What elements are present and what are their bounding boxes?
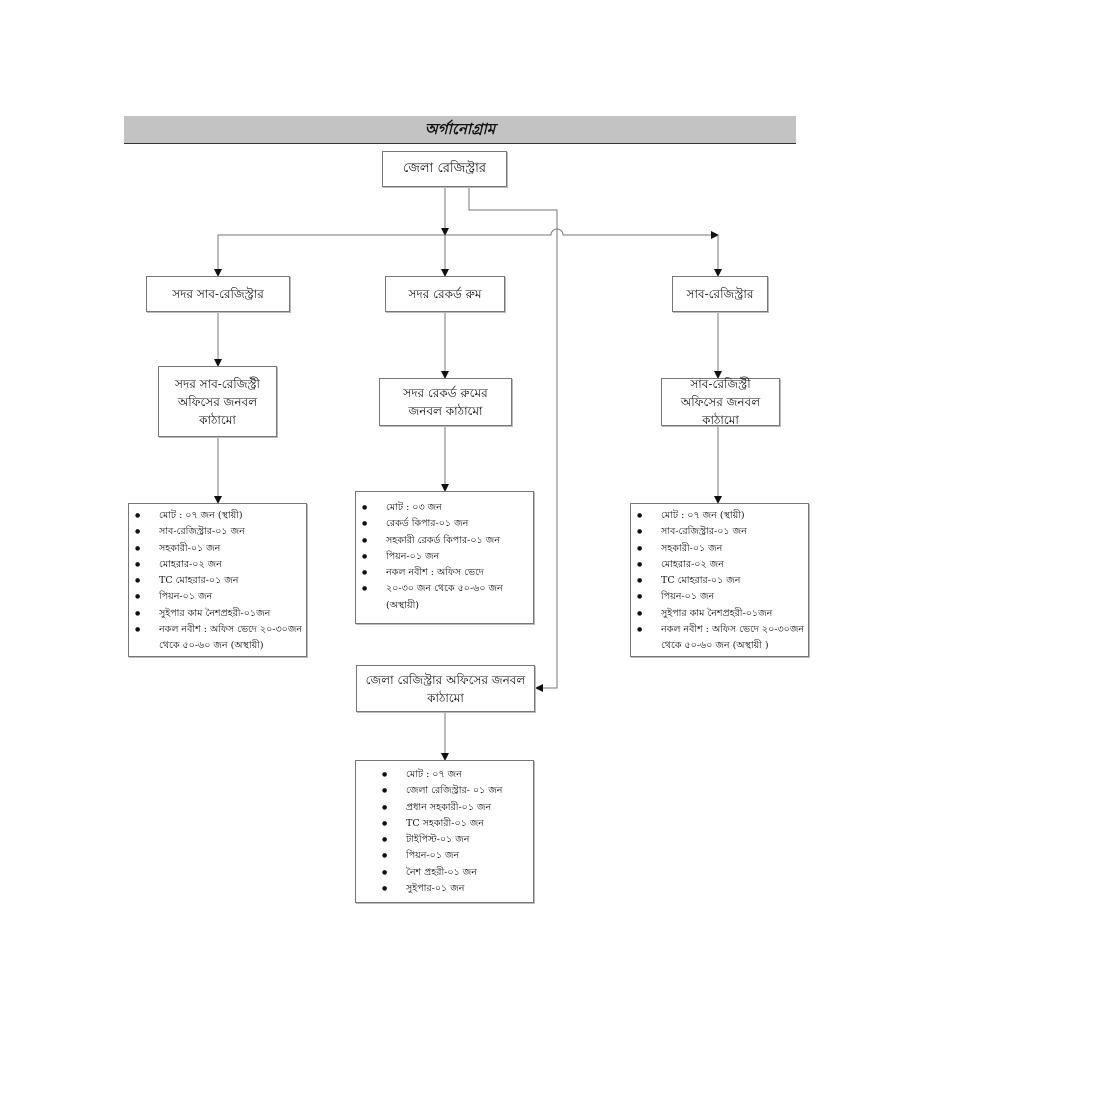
staff-list: মোট : ০৭ জন (স্থায়ী)সাব-রেজিস্ট্রার-০১ … [129,508,306,655]
list-item: রেকর্ড কিপার-০১ জন [356,516,533,533]
list-item: মোট : ০৭ জন (স্থায়ী) [129,508,306,525]
page-title: অর্গানোগ্রাম [124,116,796,144]
staff-list: মোট : ০৭ জনজেলা রেজিস্ট্রার- ০১ জনপ্রধান… [376,767,533,898]
node-district-registrar: জেলা রেজিস্ট্রার [382,151,507,187]
staff-list-district-registrar-office: মোট : ০৭ জনজেলা রেজিস্ট্রার- ০১ জনপ্রধান… [355,760,534,903]
staff-list-sadar-record-room: মোট : ০৩ জনরেকর্ড কিপার-০১ জনসহকারী রেকর… [355,491,534,624]
list-item: নকল নবীশ : অফিস ভেদে ২০-৩০জন থেকে ৫০-৬০ … [631,622,808,655]
list-item: প্রধান সহকারী-০১ জন [376,800,533,817]
list-item: পিয়ন-০১ জন [376,848,533,865]
list-item: মোট : ০৭ জন [376,767,533,784]
list-item: পিয়ন-০১ জন [129,589,306,606]
list-item: সহকারী-০১ জন [129,541,306,558]
connector [468,187,558,692]
list-item: সুইপার কাম নৈশপ্রহরী-০১জন [631,606,808,623]
list-item: সহকারী-০১ জন [631,541,808,558]
list-item: সুইপার কাম নৈশপ্রহরী-০১জন [129,606,306,623]
list-item: পিয়ন-০১ জন [631,589,808,606]
staff-list: মোট : ০৩ জনরেকর্ড কিপার-০১ জনসহকারী রেকর… [356,500,533,614]
list-item: মোহরার-০২ জন [129,557,306,574]
list-item: জেলা রেজিস্ট্রার- ০১ জন [376,783,533,800]
staff-list: মোট : ০৭ জন (স্থায়ী)সাব-রেজিস্ট্রার-০১ … [631,508,808,655]
staff-list-sub-registry: মোট : ০৭ জন (স্থায়ী)সাব-রেজিস্ট্রার-০১ … [630,503,809,657]
list-item: সাব-রেজিস্ট্রার-০১ জন [129,524,306,541]
list-item: নকল নবীশ : অফিস ভেদে [356,565,533,582]
list-item: মোট : ০৭ জন (স্থায়ী) [631,508,808,525]
node-sadar-sub-registry-staff: সদর সাব-রেজিস্ট্রী অফিসের জনবল কাঠামো [158,366,277,437]
list-item: নৈশ প্রহরী-০১ জন [376,865,533,882]
list-item: TC মোহরার-০১ জন [631,573,808,590]
connector [217,228,718,276]
list-item: ২০-৩০ জন থেকে ৫০-৬০ জন (অস্থায়ী) [356,581,533,614]
node-sub-registrar: সাব-রেজিস্ট্রার [672,276,768,312]
node-sub-registry-staff: সাব-রেজিস্ট্রী অফিসের জনবল কাঠামো [661,377,780,427]
node-sadar-sub-registrar: সদর সাব-রেজিস্ট্রার [146,276,290,312]
list-item: পিয়ন-০১ জন [356,549,533,566]
list-item: মোহরার-০২ জন [631,557,808,574]
list-item: TC সহকারী-০১ জন [376,816,533,833]
list-item: সাব-রেজিস্ট্রার-০১ জন [631,524,808,541]
list-item: টাইপিস্ট-০১ জন [376,832,533,849]
list-item: নকল নবীশ : অফিস ভেদে ২০-৩০জন থেকে ৫০-৬০ … [129,622,306,655]
node-sadar-record-room: সদর রেকর্ড রুম [385,276,505,312]
node-sadar-record-room-staff: সদর রেকর্ড রুমের জনবল কাঠামো [379,378,512,426]
list-item: TC মোহরার-০১ জন [129,573,306,590]
node-district-registrar-staff: জেলা রেজিস্ট্রার অফিসের জনবল কাঠামো [356,665,535,712]
list-item: সহকারী রেকর্ড কিপার-০১ জন [356,533,533,550]
list-item: মোট : ০৩ জন [356,500,533,517]
list-item: সুইপার-০১ জন [376,881,533,898]
staff-list-sadar-sub-registry: মোট : ০৭ জন (স্থায়ী)সাব-রেজিস্ট্রার-০১ … [128,503,307,657]
